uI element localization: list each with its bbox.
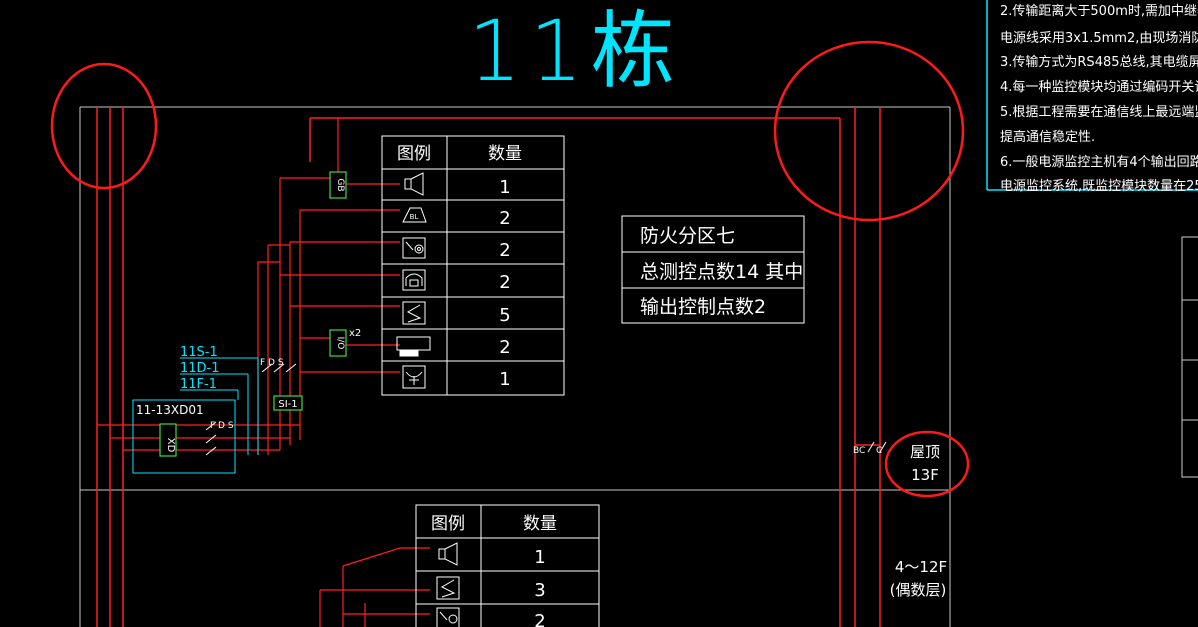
upper-legend-qty: 2	[499, 272, 510, 293]
xd-module-label: XD	[165, 438, 176, 453]
upper-legend-qty: 2	[499, 240, 510, 261]
zone-info-box	[621, 215, 805, 324]
upper-legend-qty: 1	[499, 177, 510, 198]
zone-info-line1: 防火分区七	[640, 225, 735, 247]
floor-range-label: 4～12F	[895, 558, 947, 576]
right-risers	[309, 107, 881, 627]
speaker-icon	[438, 542, 458, 566]
lower-legend-qty: 2	[534, 611, 545, 627]
upper-legend-qty: 2	[499, 208, 510, 229]
gb-module	[329, 171, 347, 199]
alarm-bell-icon: BL	[402, 207, 427, 223]
side-table-fragment	[1181, 236, 1198, 478]
gb-module-label: GB	[335, 178, 345, 191]
smoke-detector-icon	[402, 301, 426, 325]
upper-legend-qty: 1	[499, 369, 510, 390]
fds-upper-ticks	[261, 363, 297, 373]
note-line: 4.每一种监控模块均通过编码开关设定与监	[1000, 79, 1198, 95]
annotation-circle-left	[50, 62, 158, 190]
floor-range-note: (偶数层)	[890, 581, 947, 599]
upper-legend-qty: 2	[499, 337, 510, 358]
phone-jack-icon	[436, 607, 460, 627]
fire-phone-icon	[402, 269, 426, 291]
si-module	[273, 395, 303, 411]
lower-legend-header-qty: 数量	[523, 514, 557, 534]
phone-jack-icon	[402, 237, 426, 259]
building-title: 11栋	[468, 2, 683, 100]
zone-info-line2: 总测控点数14 其中	[640, 261, 803, 283]
smoke-detector-icon	[436, 576, 460, 600]
upper-legend-header-symbol: 图例	[397, 144, 431, 164]
c-label: C	[876, 446, 882, 456]
upper-legend-table	[381, 135, 565, 396]
speaker-icon	[404, 172, 424, 196]
note-line: 6.一般电源监控主机有4个输出回路,每个回	[1000, 154, 1198, 170]
roof-label: 屋顶	[910, 443, 940, 461]
left-risers	[96, 107, 124, 627]
fds-lower-label: F D S	[210, 421, 234, 431]
xd-module	[159, 423, 177, 457]
io-multiplier: x2	[349, 328, 361, 339]
note-line: 2.传输距离大于500m时,需加中继器,1台	[1000, 3, 1198, 19]
note-line: 电源监控系统,既监控模块数量在256～10	[1000, 179, 1198, 194]
bus-label-f: 11F-1	[180, 377, 217, 392]
lower-legend-qty: 3	[534, 580, 545, 601]
svg-text:BL: BL	[410, 213, 419, 221]
floor-frame	[79, 106, 951, 627]
upper-legend-qty: 5	[499, 305, 510, 326]
upper-legend-header-qty: 数量	[488, 144, 522, 164]
hydrant-button-icon	[402, 365, 426, 389]
annotation-circle-right	[773, 40, 965, 222]
si-module-label: SI-1	[278, 399, 297, 410]
bus-leaders	[180, 357, 259, 455]
note-line: 提高通信稳定性.	[1000, 129, 1095, 145]
bc-label: BC	[853, 446, 865, 456]
panel-box	[132, 399, 236, 474]
notes-block: 2.传输距离大于500m时,需加中继器,1台 电源线采用3x1.5mm2,由现场…	[986, 0, 1198, 194]
floor-13-label: 13F	[911, 466, 939, 484]
note-line: 电源线采用3x1.5mm2,由现场消防电源	[1000, 30, 1198, 46]
lower-wiring	[319, 547, 430, 627]
annotation-circle-floor	[884, 430, 970, 498]
panel-label: 11-13XD01	[136, 403, 204, 417]
fds-lower-ticks	[205, 421, 217, 456]
lower-legend-header-symbol: 图例	[431, 514, 465, 534]
note-line: 3.传输方式为RS485总线,其电缆屏蔽层	[1000, 54, 1198, 70]
lower-legend-qty: 1	[534, 547, 545, 568]
zone-info-line3: 输出控制点数2	[640, 296, 766, 318]
manual-alarm-icon	[396, 336, 431, 357]
bus-label-s: 11S-1	[180, 345, 218, 360]
note-line: 5.根据工程需要在通信线上最远端监控模块	[1000, 105, 1198, 120]
fds-upper-label: F D S	[260, 358, 284, 368]
io-module	[329, 329, 347, 357]
annotation-circles	[50, 40, 970, 498]
io-module-label: I/O	[335, 337, 345, 350]
bus-label-d: 11D-1	[180, 361, 220, 376]
lower-legend-table	[415, 504, 600, 627]
